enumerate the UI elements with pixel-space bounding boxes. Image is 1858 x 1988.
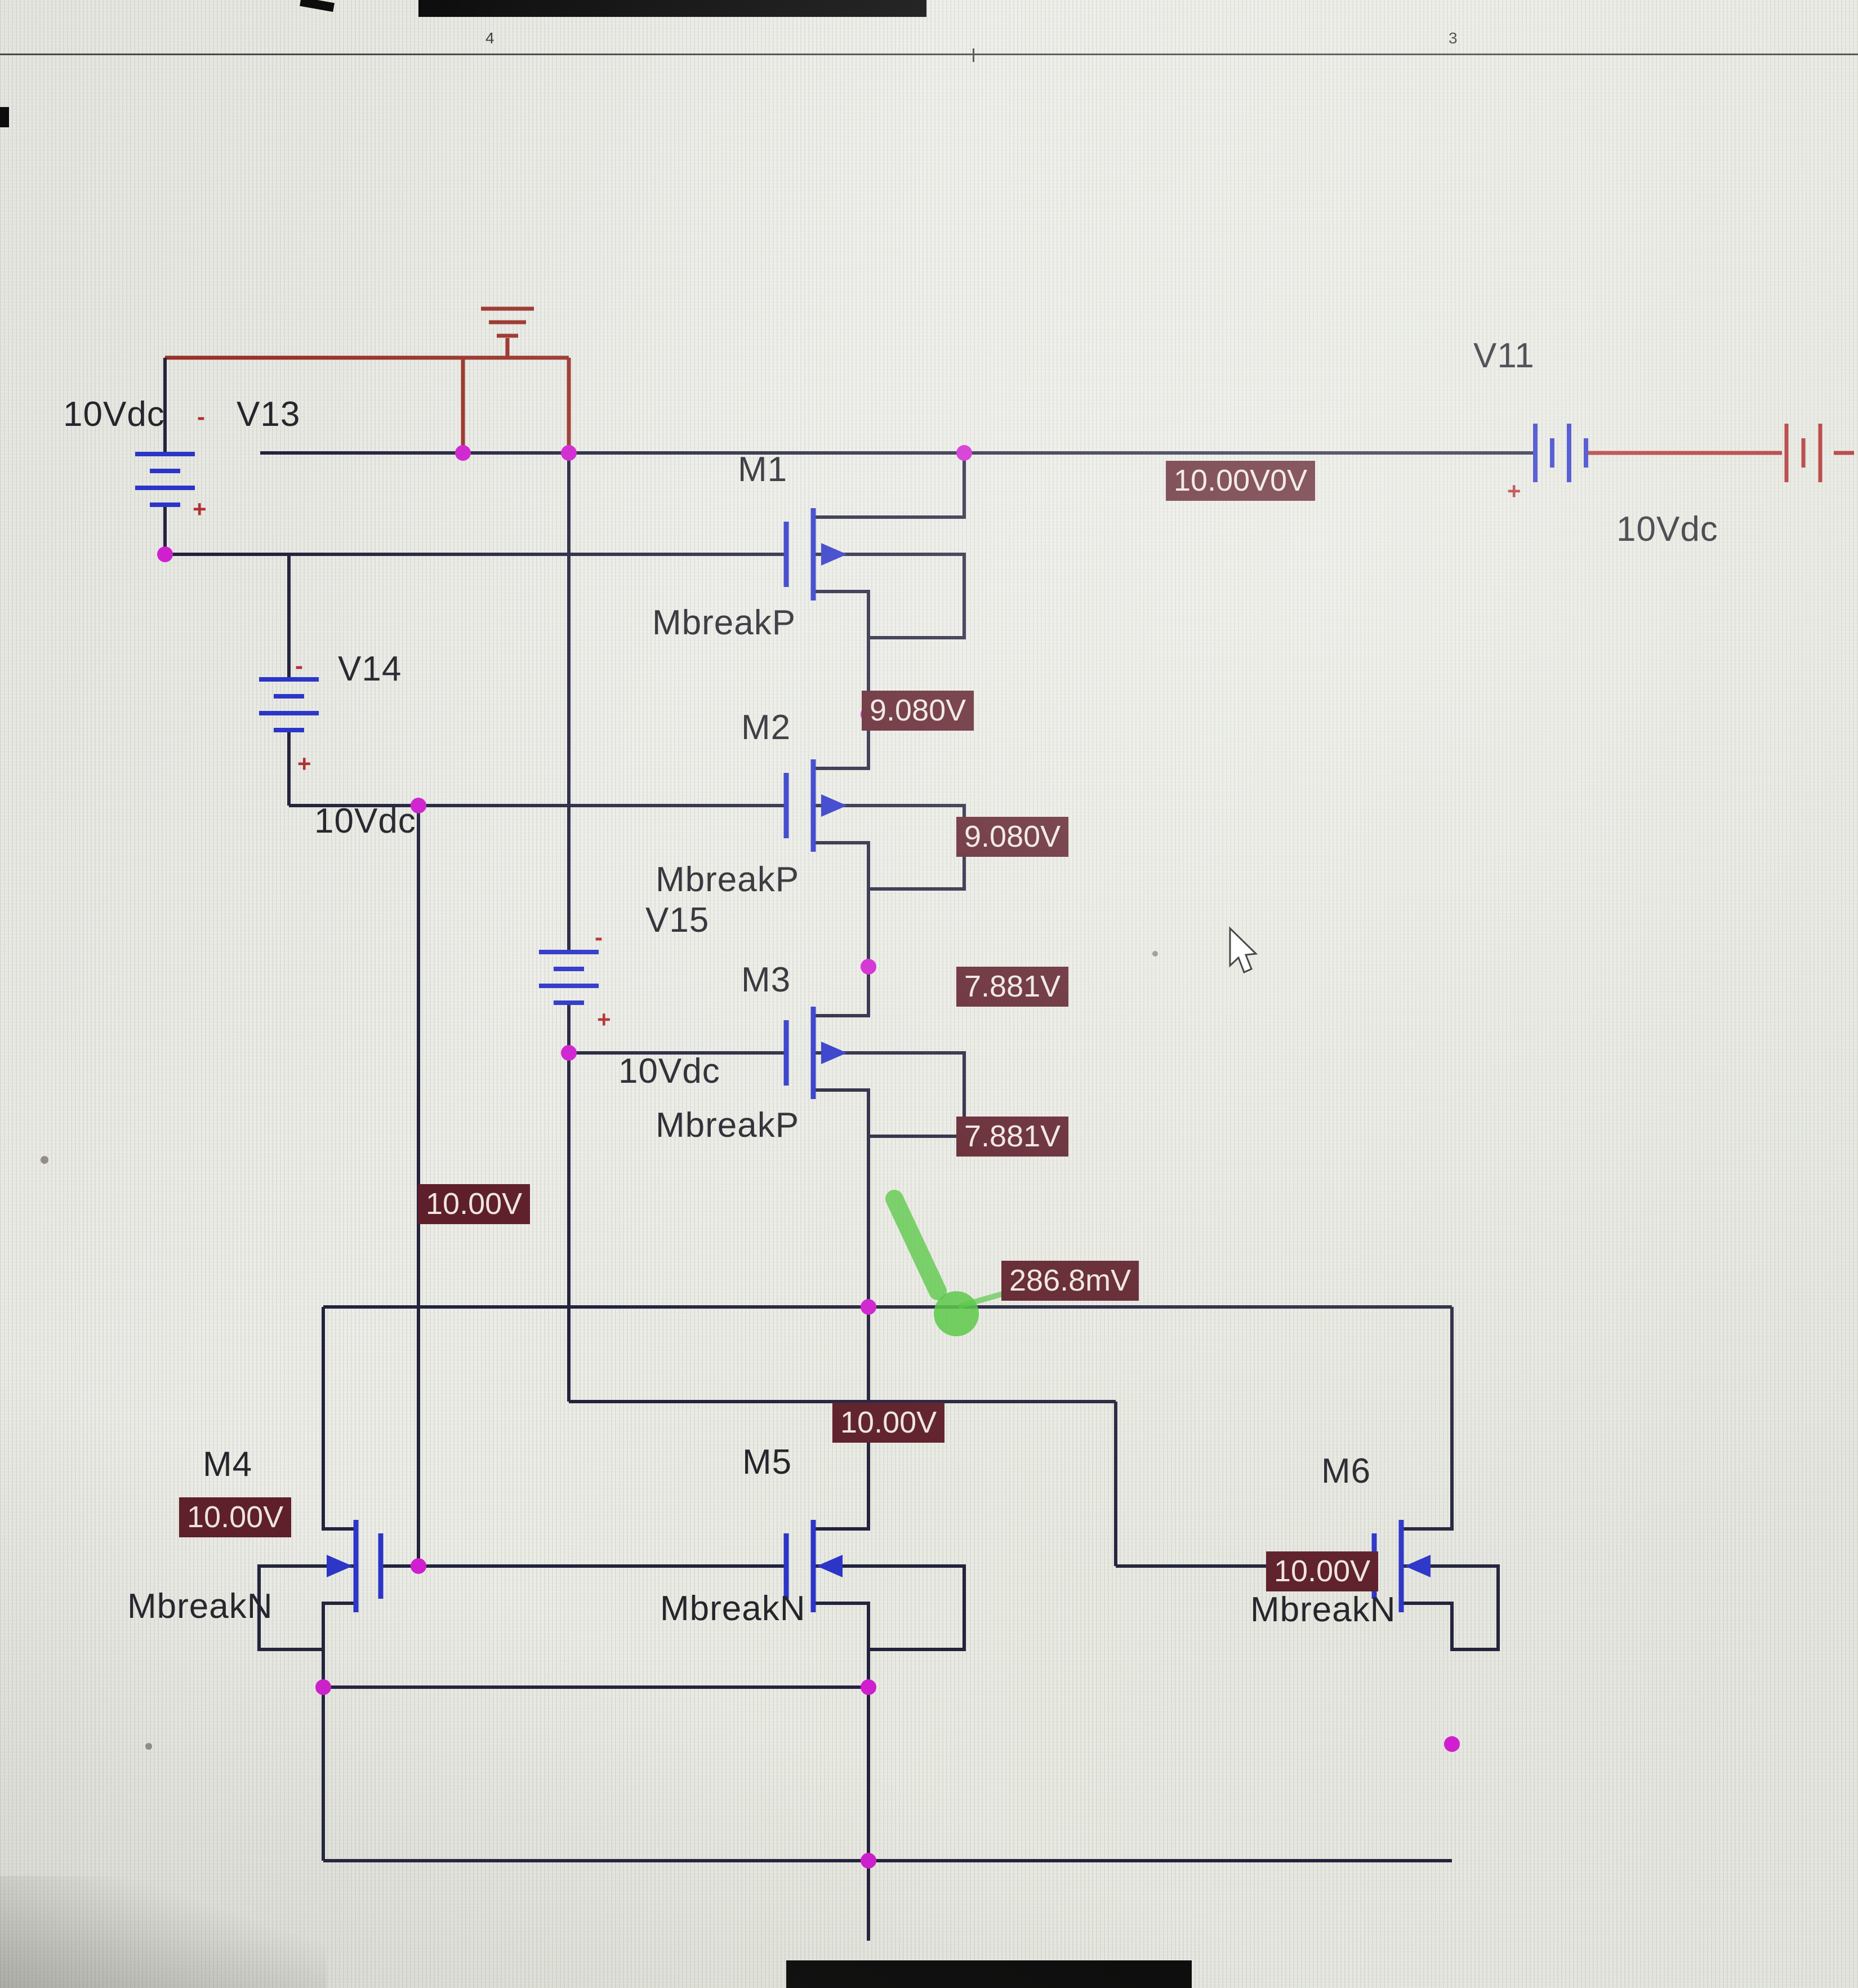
top-window-bar <box>418 0 926 17</box>
mosfet-symbols[interactable] <box>353 508 1404 1612</box>
junction-dot <box>561 1045 577 1061</box>
pmos-m2-symbol[interactable] <box>783 759 816 852</box>
m1-model-label[interactable]: MbreakP <box>652 603 796 642</box>
junction-dot <box>956 445 972 461</box>
battery-plates[interactable] <box>1533 424 1588 482</box>
junction-dot <box>411 1558 426 1574</box>
wire-vplus-right-lead[interactable] <box>1586 424 1854 482</box>
junction-dot <box>1444 1736 1460 1752</box>
left-edge-mark <box>0 107 9 127</box>
mosfet-arrows <box>327 543 1431 1577</box>
m5-name-label[interactable]: M5 <box>742 1443 792 1482</box>
junction-dot <box>861 959 876 975</box>
battery-plates[interactable] <box>539 950 599 1005</box>
sheet-border-line <box>0 54 1858 55</box>
v14-minus-mark: - <box>295 652 303 679</box>
v11-name-label[interactable]: V11 <box>1473 336 1535 375</box>
m5-model-label[interactable]: MbreakN <box>660 1589 806 1628</box>
pmos-arrow-icon <box>821 1042 847 1064</box>
wire-segment[interactable] <box>163 358 1535 1941</box>
m4-name-label[interactable]: M4 <box>203 1445 253 1484</box>
v15-minus-mark: - <box>595 924 603 950</box>
readout-gate-branch[interactable]: 10.00V <box>832 1403 945 1443</box>
readout-m1-m2-node[interactable]: 9.080V <box>862 691 974 731</box>
battery-plates[interactable] <box>135 452 195 507</box>
readout-m2-body-node[interactable]: 9.080V <box>956 817 1069 857</box>
wire-segment[interactable] <box>1586 424 1854 482</box>
v14-name-label[interactable]: V14 <box>338 650 402 688</box>
junction-dot <box>411 798 426 813</box>
m2-name-label[interactable]: M2 <box>741 708 791 747</box>
battery-v14-symbol[interactable] <box>259 677 319 732</box>
junction-dot <box>861 1679 876 1695</box>
junction-dot <box>315 1679 331 1695</box>
readout-m6-node[interactable]: 10.00V <box>1266 1551 1379 1591</box>
m6-name-label[interactable]: M6 <box>1321 1452 1371 1491</box>
readout-m3-body-node[interactable]: 7.881V <box>956 1117 1069 1157</box>
wire-nets[interactable] <box>163 358 1535 1941</box>
battery-v11-symbol[interactable] <box>1533 424 1588 482</box>
readout-bias-branch[interactable]: 10.00V <box>418 1184 531 1224</box>
junction-dot <box>157 546 173 562</box>
v15-name-label[interactable]: V15 <box>645 901 710 940</box>
readout-output-node[interactable]: 286.8mV <box>1001 1261 1139 1301</box>
pmos-arrow-icon <box>821 543 847 566</box>
v11-value-label[interactable]: 10Vdc <box>1616 510 1718 549</box>
nmos-arrow-icon <box>1405 1555 1431 1577</box>
nmos-m5-symbol[interactable] <box>783 1520 816 1612</box>
v13-name-label[interactable]: V13 <box>237 395 301 434</box>
v13-plus-mark: + <box>193 496 207 522</box>
wire-segment[interactable] <box>165 306 571 453</box>
dust-speck <box>1152 951 1158 957</box>
m1-name-label[interactable]: M1 <box>738 450 788 489</box>
m4-model-label[interactable]: MbreakN <box>127 1587 273 1626</box>
nmos-m4-symbol[interactable] <box>353 1520 384 1612</box>
v13-value-label[interactable]: 10Vdc <box>63 395 165 434</box>
wire-top-ground-net[interactable] <box>165 306 571 453</box>
ruler-tick-label-right: 3 <box>1449 29 1458 47</box>
battery-v13-symbol[interactable] <box>135 452 195 507</box>
green-annotation <box>885 1190 1027 1336</box>
sheet-border-tick <box>973 48 974 62</box>
pmos-m1-symbol[interactable] <box>783 508 816 601</box>
readout-m2-m3-node[interactable]: 7.881V <box>956 967 1069 1007</box>
pmos-arrow-icon <box>821 794 847 817</box>
m2-model-label[interactable]: MbreakP <box>656 860 800 899</box>
dust-speck <box>145 1743 152 1750</box>
battery-v15-symbol[interactable] <box>539 950 599 1005</box>
v11-plus-mark: + <box>1507 478 1521 504</box>
junction-dot <box>861 1299 876 1315</box>
readout-vdd-rail[interactable]: 10.00V0V <box>1166 461 1316 501</box>
v13-minus-mark: - <box>197 403 205 430</box>
pmos-m3-symbol[interactable] <box>783 1007 816 1099</box>
junction-dot <box>861 1853 876 1869</box>
battery-plates[interactable] <box>259 677 319 732</box>
m3-name-label[interactable]: M3 <box>741 960 791 999</box>
v15-value-label[interactable]: 10Vdc <box>618 1052 720 1091</box>
m6-model-label[interactable]: MbreakN <box>1250 1590 1396 1629</box>
nmos-arrow-icon <box>817 1555 843 1577</box>
dust-speck <box>41 1156 48 1164</box>
m3-model-label[interactable]: MbreakP <box>656 1106 800 1145</box>
ruler-tick-label-left: 4 <box>485 29 494 47</box>
nmos-arrow-icon <box>327 1555 353 1577</box>
v15-plus-mark: + <box>597 1006 611 1033</box>
v14-plus-mark: + <box>297 750 311 777</box>
junction-dot <box>455 445 471 461</box>
readout-m4-node[interactable]: 10.00V <box>179 1497 292 1537</box>
mouse-cursor-icon <box>1229 926 1258 974</box>
v14-value-label[interactable]: 10Vdc <box>314 802 416 840</box>
bottom-taskbar-segment <box>786 1960 1192 1988</box>
junction-dot <box>561 445 577 461</box>
